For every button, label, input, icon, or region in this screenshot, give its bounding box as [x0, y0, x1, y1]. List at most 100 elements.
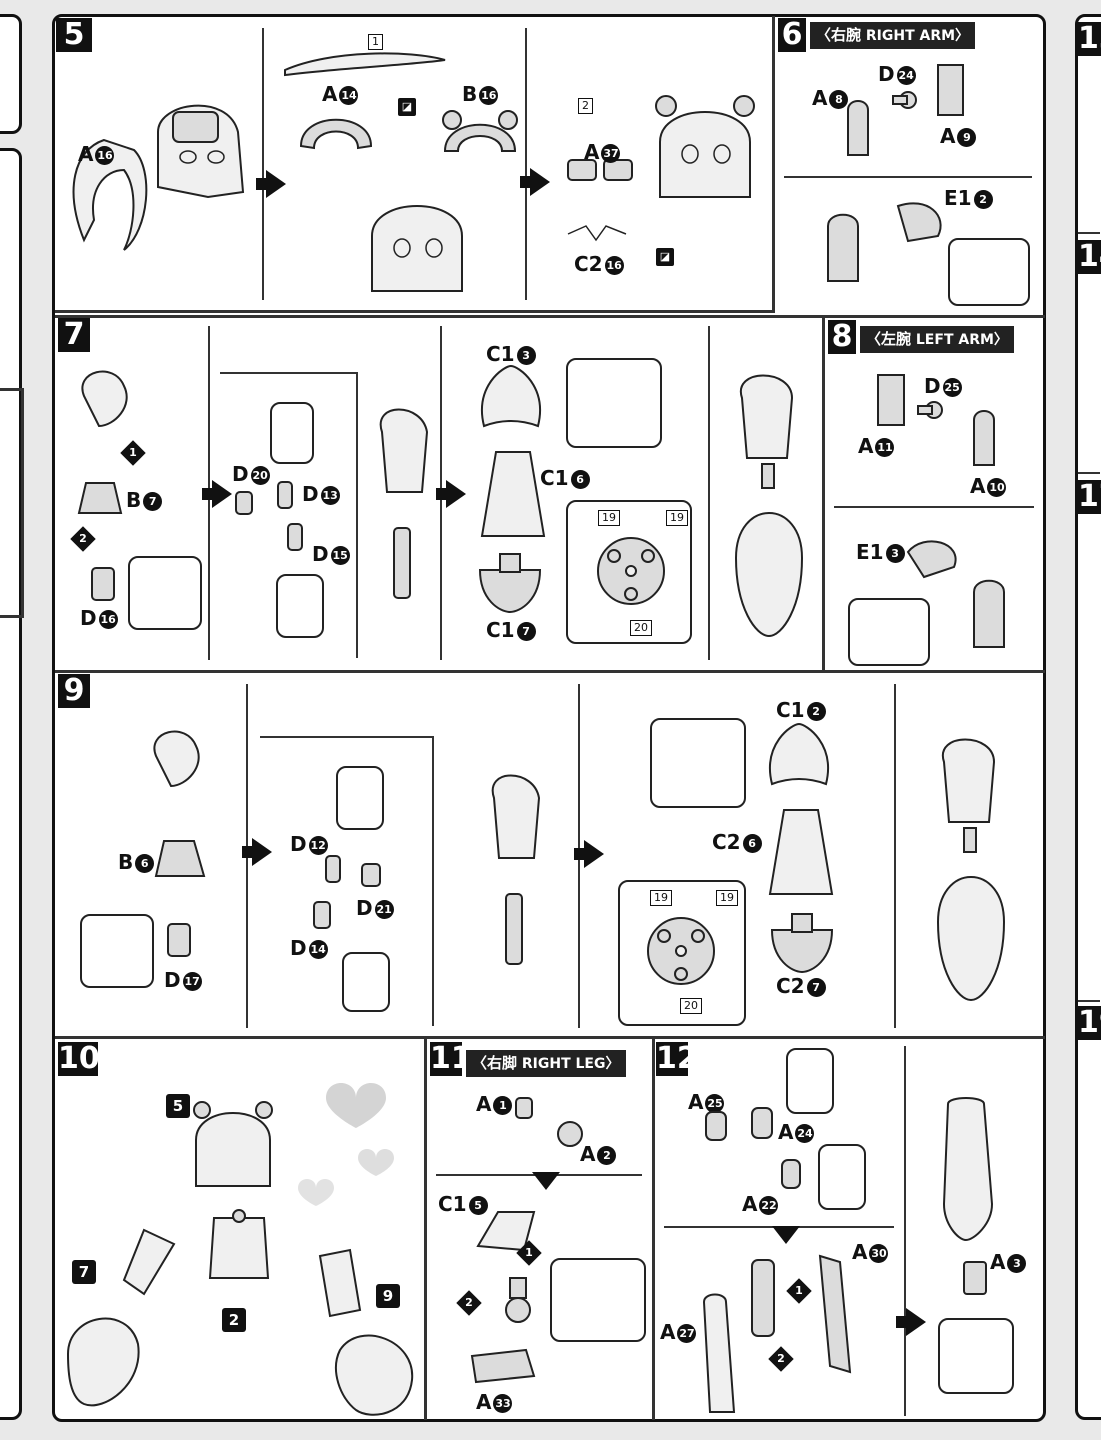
- step-7-divider-3: [708, 326, 710, 660]
- step-6-header: 〈右腕 RIGHT ARM〉: [810, 22, 976, 49]
- flow-arrow: [520, 168, 550, 196]
- ref-mark-2: 2: [222, 1308, 246, 1332]
- step-11-right: [652, 1036, 655, 1420]
- sticker-ref-19: 19: [650, 890, 672, 906]
- head-back-illustration: [157, 104, 245, 199]
- sticker-ref-2: 2: [578, 98, 593, 114]
- step-6-number: 6: [778, 18, 806, 52]
- left-upper-arm-parts-illustration: [877, 374, 995, 466]
- joint-bottom-callout: [342, 952, 390, 1012]
- left-arm-finished-illustration: [318, 1248, 414, 1416]
- head-with-bear-ears-illustration: [655, 95, 755, 198]
- step-7-top: [55, 315, 825, 318]
- socket-detail-callout: [80, 914, 154, 988]
- joint-bottom-callout: [276, 574, 324, 638]
- order-mark-2: 2: [456, 1290, 482, 1316]
- step-9-bracket-h: [260, 736, 432, 738]
- step-7-number: 7: [58, 318, 90, 352]
- step-6-jp-title: 〈右腕: [816, 26, 862, 44]
- torso-illustration: [208, 1209, 270, 1279]
- ankle-joint-illustration: [505, 1277, 531, 1323]
- joint-top-callout: [336, 766, 384, 830]
- joint-detail-callout-2: [818, 1144, 866, 1210]
- step-6-en-title: RIGHT ARM〉: [865, 28, 970, 44]
- step-7-bracket-v: [356, 372, 358, 658]
- flow-arrow: [896, 1308, 926, 1336]
- elbow-joint-parts-illustration: [235, 481, 303, 551]
- right-edge-strip: [1075, 14, 1101, 1420]
- flow-arrow: [256, 170, 286, 198]
- side-rule-1: [1078, 232, 1100, 234]
- joint-detail-callout: [786, 1048, 834, 1114]
- ref-mark-5: 5: [166, 1094, 190, 1118]
- step-8-jp-title: 〈左腕: [866, 330, 912, 348]
- left-arm-assembled-illustration: [936, 738, 1006, 1002]
- glasses-a37-illustration: [567, 159, 633, 181]
- joint-top-callout: [270, 402, 314, 464]
- elbow-joint-parts-illustration: [313, 855, 381, 929]
- skirt-base-sticker-view-illustration: [647, 917, 715, 985]
- flow-arrow: [436, 480, 466, 508]
- hair-piece-illustration: [72, 138, 148, 251]
- knee-joint-parts-illustration: [705, 1107, 801, 1189]
- step-6-divider: [784, 176, 1032, 178]
- ear-band-a14-illustration: [299, 118, 373, 150]
- sticker-ref-20: 20: [680, 998, 702, 1014]
- side-rule-2: [1078, 472, 1100, 474]
- step-9-number: 9: [58, 674, 90, 708]
- ref-mark-7: 7: [72, 1260, 96, 1284]
- sticker-ref-19: 19: [716, 890, 738, 906]
- skirt-c16-illustration: [480, 451, 546, 537]
- order-mark-1: 1: [120, 440, 146, 466]
- sticker-ref-1: 1: [368, 34, 383, 50]
- step-10-top: [55, 1036, 1045, 1039]
- order-mark-1: 1: [516, 1240, 542, 1266]
- step-11-number: 11: [430, 1041, 472, 1076]
- upper-arm-parts-illustration: [847, 64, 964, 156]
- frill-detail-callout: [566, 358, 662, 448]
- sticker-ref-19: 19: [598, 510, 620, 526]
- joint-d17-illustration: [167, 923, 191, 957]
- step-8-header: 〈左腕 LEFT ARM〉: [860, 326, 1014, 353]
- finished-head-illustration: [193, 1101, 273, 1187]
- step-8-number: 8: [828, 320, 856, 354]
- order-mark-2: 2: [70, 526, 96, 552]
- left-arm-top-illustration: [153, 730, 200, 788]
- foot-a33-illustration: [470, 1348, 536, 1384]
- ankle-detail-callout: [938, 1318, 1014, 1394]
- shoulder-b7-illustration: [77, 482, 123, 514]
- step-8-divider: [834, 506, 1034, 508]
- leg-assembled-illustration: [942, 1097, 994, 1242]
- flow-arrow: [242, 838, 272, 866]
- ankle-a3-illustration: [963, 1261, 987, 1295]
- step-5-number: 5: [56, 18, 92, 52]
- joint-d16-illustration: [91, 567, 115, 601]
- socket-detail-callout: [128, 556, 202, 630]
- step-7-right: [822, 315, 825, 673]
- headband-illustration: [284, 52, 446, 77]
- step-10-number: 10: [58, 1041, 100, 1076]
- sticker-ref-20: 20: [630, 620, 652, 636]
- arm-assembled-illustration: [734, 374, 804, 638]
